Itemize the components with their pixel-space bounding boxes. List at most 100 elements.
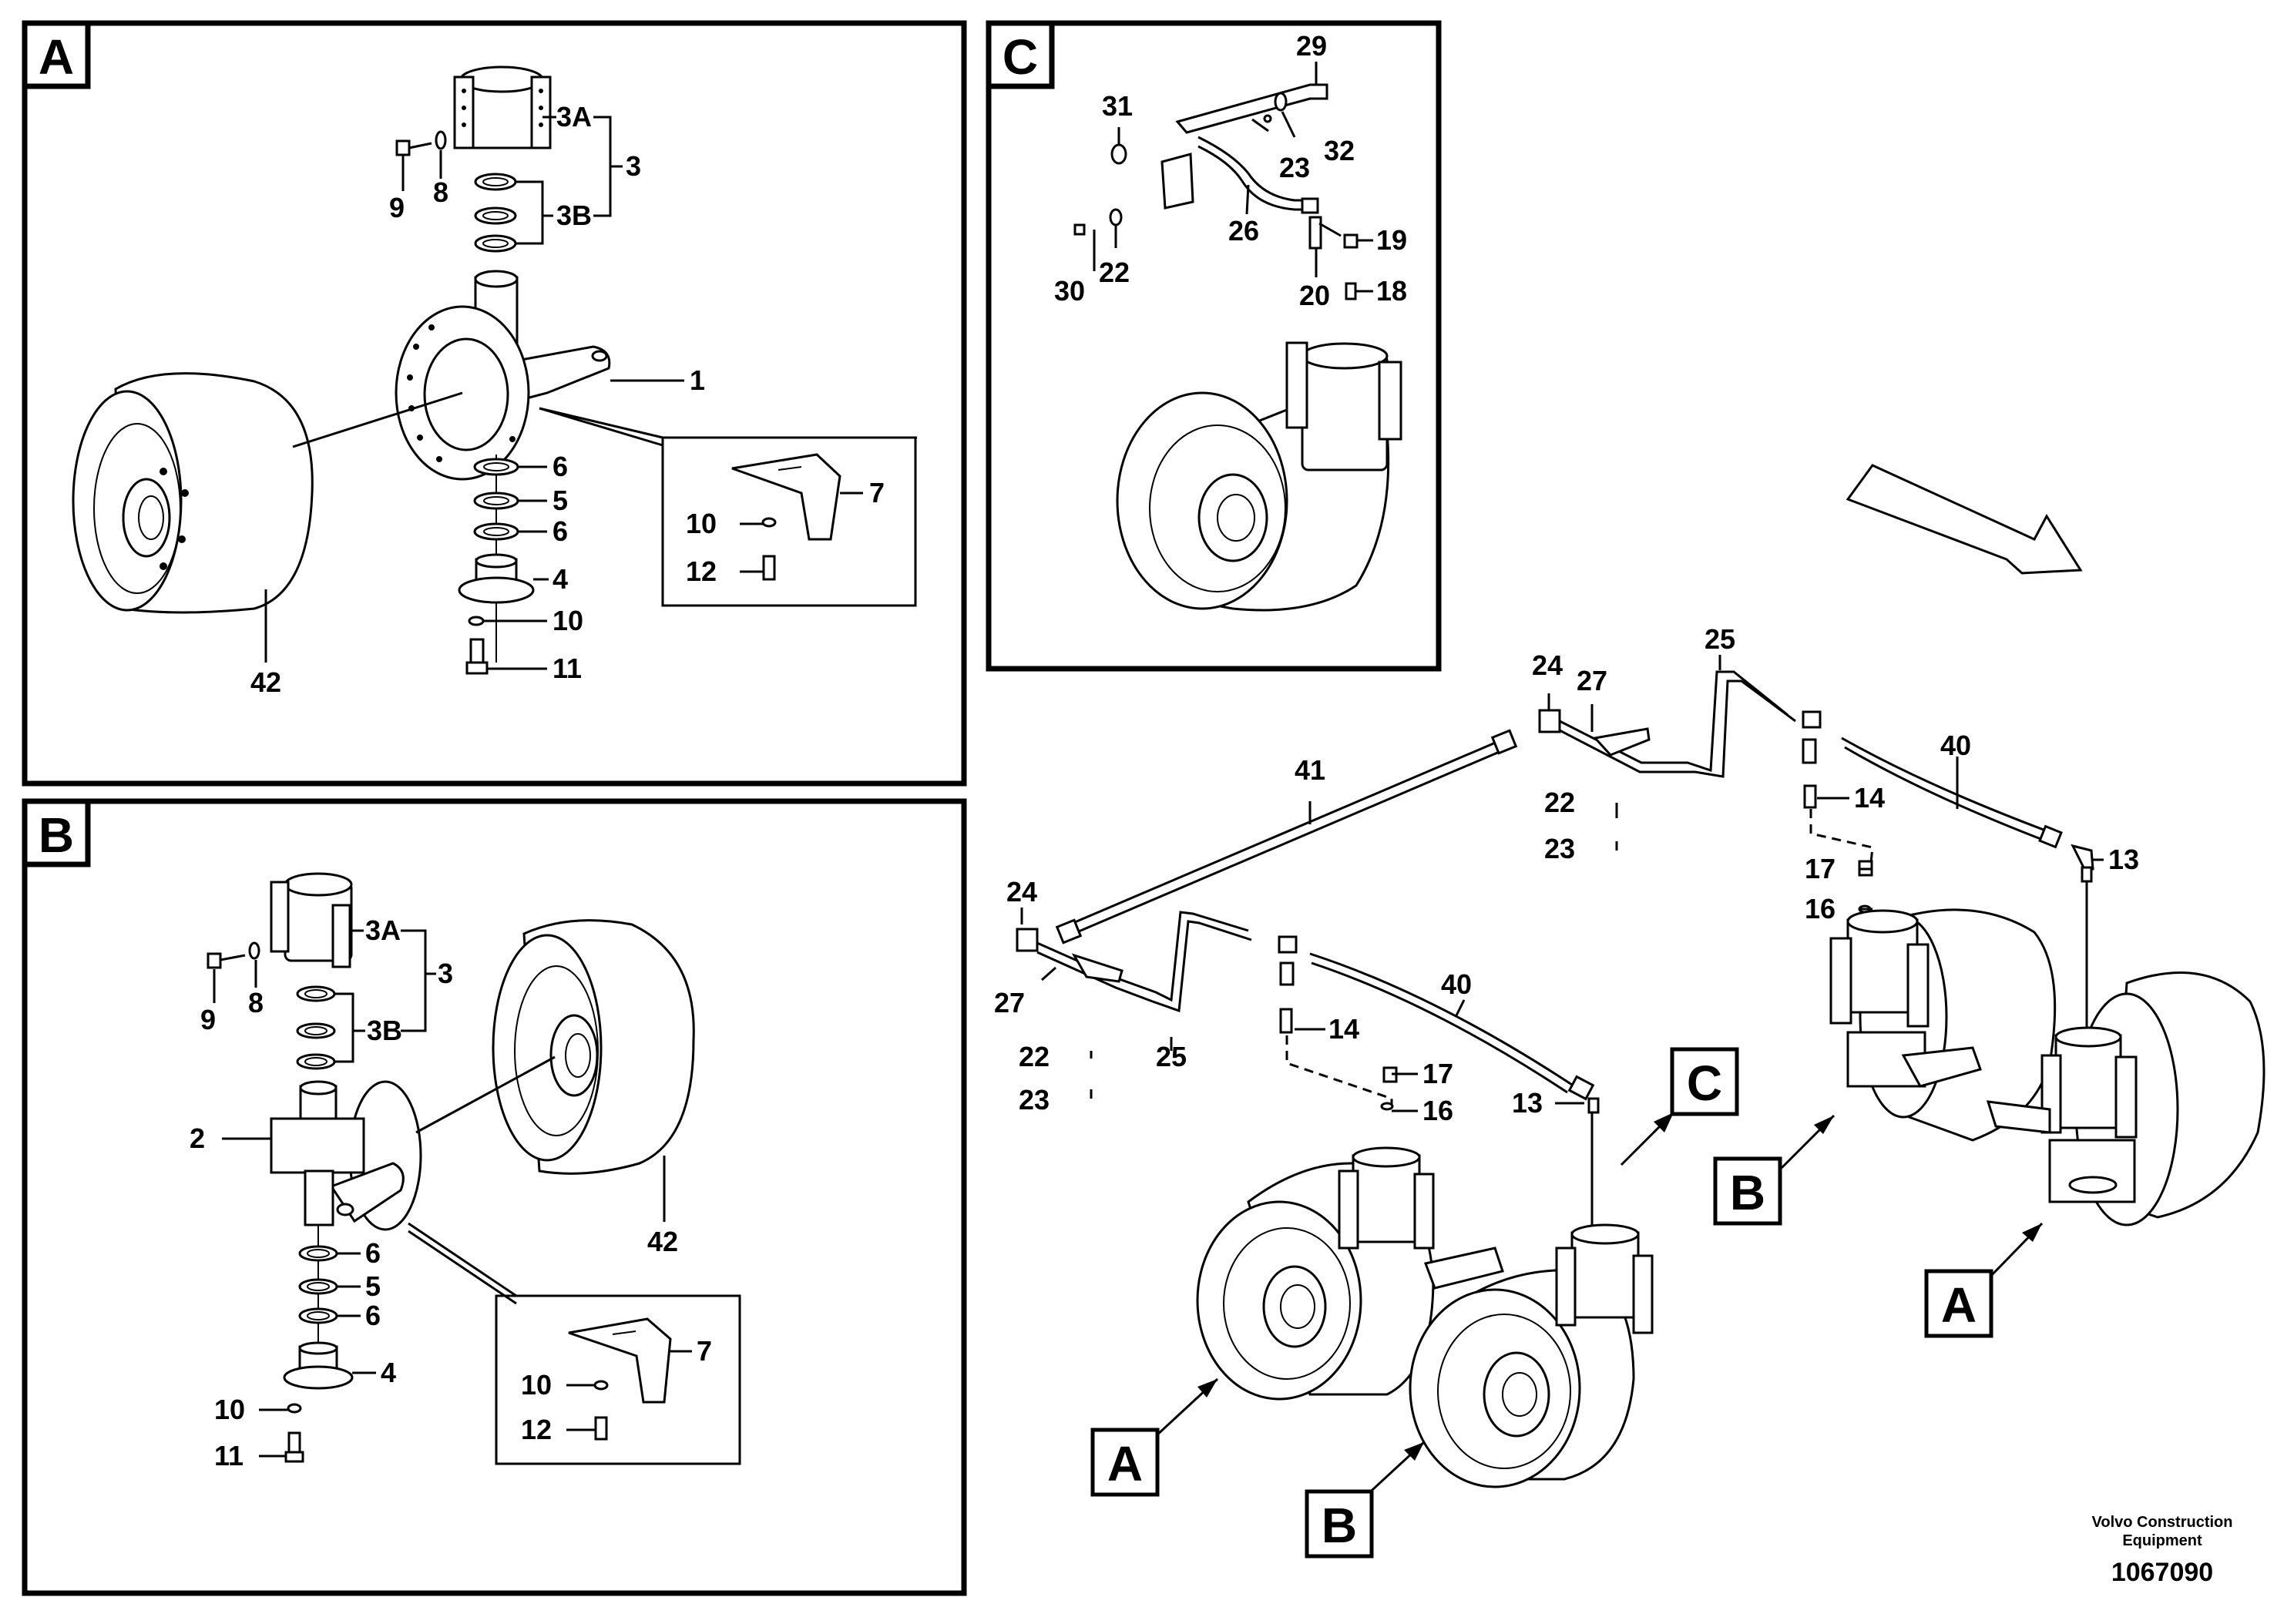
label-29: 29 xyxy=(1296,30,1327,62)
steering-knuckle-2 xyxy=(270,1080,422,1231)
label-13-right: 13 xyxy=(2108,844,2139,875)
leaders-a xyxy=(264,116,863,670)
detail-box-bracket-7-b xyxy=(408,1222,741,1465)
label-12-detail-b: 12 xyxy=(521,1414,552,1445)
label-19: 19 xyxy=(1376,224,1407,256)
label-27-left: 27 xyxy=(994,987,1025,1018)
label-42: 42 xyxy=(250,666,281,698)
label-8-b: 8 xyxy=(248,987,264,1018)
panel-b-letter: B xyxy=(39,807,74,863)
label-16-right: 16 xyxy=(1805,893,1836,924)
panel-a-letter: A xyxy=(39,29,74,85)
callout-c-top: C xyxy=(1620,1047,1739,1166)
label-31: 31 xyxy=(1102,90,1133,122)
bolt-11 xyxy=(465,616,489,675)
label-23-right: 23 xyxy=(1544,833,1575,864)
lower-seals-b xyxy=(298,1225,338,1387)
label-3b: 3B xyxy=(556,200,592,231)
overview-layout: C B A A B xyxy=(994,623,2265,1559)
label-9-b: 9 xyxy=(200,1004,216,1035)
seal-rings-3b-b xyxy=(296,985,336,1070)
valve-block-3a-b xyxy=(270,872,353,968)
label-32: 32 xyxy=(1324,135,1355,166)
pipe-left xyxy=(1016,911,1600,1233)
wheel-pair-left xyxy=(1196,1146,1654,1488)
panel-c-letter: C xyxy=(1003,29,1038,85)
label-10: 10 xyxy=(553,605,583,636)
label-6-lower-b: 6 xyxy=(365,1300,381,1331)
seal-rings-3b xyxy=(474,173,517,253)
label-22-right: 22 xyxy=(1544,787,1575,818)
label-3a: 3A xyxy=(556,101,592,133)
detail-box-bracket-7 xyxy=(539,407,917,607)
label-24-left: 24 xyxy=(1006,876,1037,908)
label-18: 18 xyxy=(1376,275,1407,307)
label-22-left: 22 xyxy=(1019,1041,1050,1072)
label-20: 20 xyxy=(1299,280,1330,311)
company-name-line1: Volvo Construction xyxy=(2092,1514,2233,1531)
callout-b-right: B xyxy=(1713,1114,1836,1226)
label-40-right: 40 xyxy=(1940,730,1971,761)
label-10-detail: 10 xyxy=(686,508,717,539)
label-41: 41 xyxy=(1295,754,1325,786)
bolt-9 xyxy=(395,130,447,156)
callout-b-left: B xyxy=(1305,1441,1426,1559)
leaders-c xyxy=(1093,62,1373,293)
bushing-4-b xyxy=(283,1341,354,1390)
label-40-left: 40 xyxy=(1441,968,1472,1000)
callout-c-letter: C xyxy=(1687,1055,1722,1111)
label-11-b: 11 xyxy=(214,1440,244,1471)
callout-a-right: A xyxy=(1924,1222,2044,1338)
label-6-upper: 6 xyxy=(553,451,568,482)
leaders-b xyxy=(213,929,692,1458)
panel-c: C xyxy=(986,20,1442,672)
hose-26 xyxy=(1073,83,1359,300)
label-11: 11 xyxy=(553,653,582,684)
hose-41 xyxy=(1055,729,1518,945)
label-6-lower: 6 xyxy=(553,515,568,547)
travel-direction-arrow-icon xyxy=(1846,464,2083,575)
label-17-left: 17 xyxy=(1422,1058,1453,1089)
callout-a-right-letter: A xyxy=(1941,1277,1977,1333)
callout-b-right-letter: B xyxy=(1730,1165,1765,1220)
label-17-right: 17 xyxy=(1805,853,1836,884)
fittings-right xyxy=(1802,738,1874,914)
label-6-upper-b: 6 xyxy=(365,1237,381,1269)
label-8: 8 xyxy=(433,176,448,208)
label-10-detail-b: 10 xyxy=(521,1369,552,1401)
callout-a-left: A xyxy=(1090,1377,1219,1497)
label-14-left: 14 xyxy=(1328,1013,1359,1045)
drawing-number: 1067090 xyxy=(2111,1558,2213,1587)
label-4: 4 xyxy=(553,563,568,595)
panel-a: A xyxy=(22,20,967,787)
label-5: 5 xyxy=(553,485,568,516)
label-4-b: 4 xyxy=(381,1357,396,1388)
label-7: 7 xyxy=(869,477,885,508)
label-7-b: 7 xyxy=(697,1335,712,1367)
valve-block-3a xyxy=(453,65,552,149)
bolt-11-b xyxy=(284,1403,304,1463)
label-3b-b: 3B xyxy=(367,1015,402,1046)
label-16-left: 16 xyxy=(1422,1095,1453,1126)
callout-b-left-letter: B xyxy=(1322,1498,1357,1553)
label-13-left: 13 xyxy=(1512,1087,1543,1119)
leaders-overview xyxy=(1020,655,2104,1112)
label-3a-b: 3A xyxy=(365,914,401,946)
label-25-left: 25 xyxy=(1156,1041,1187,1072)
lower-seals xyxy=(473,458,519,541)
label-23-left: 23 xyxy=(1019,1084,1050,1116)
label-26: 26 xyxy=(1228,215,1259,247)
label-30: 30 xyxy=(1054,275,1085,307)
label-9: 9 xyxy=(389,192,405,223)
label-10-b: 10 xyxy=(214,1394,245,1425)
wheel-assembly-c xyxy=(1116,341,1402,612)
label-3: 3 xyxy=(626,150,641,182)
label-25-right: 25 xyxy=(1705,623,1735,655)
label-12-detail: 12 xyxy=(686,555,717,587)
callout-a-left-letter: A xyxy=(1107,1436,1143,1491)
label-27-right: 27 xyxy=(1577,665,1607,696)
label-5-b: 5 xyxy=(365,1270,381,1302)
panel-b: B xyxy=(22,798,967,1596)
label-42-b: 42 xyxy=(647,1226,678,1257)
